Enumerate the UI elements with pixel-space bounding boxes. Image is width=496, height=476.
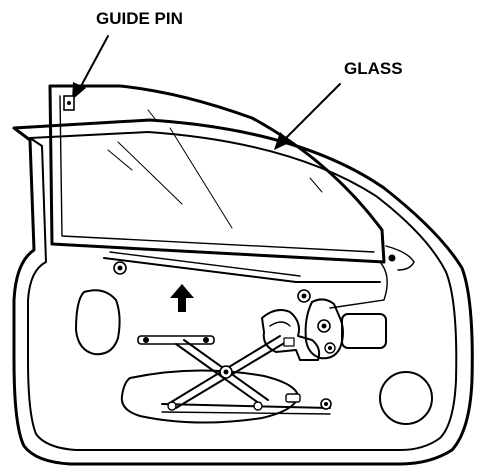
regulator-motor	[304, 298, 344, 360]
regulator-bolt-lower	[320, 398, 332, 410]
glass-label: GLASS	[344, 59, 403, 78]
regulator-clip	[285, 393, 301, 403]
guide-pin-label: GUIDE PIN	[96, 9, 183, 28]
channel-bolt-rear	[297, 289, 311, 303]
guide-pin-leader-arrow	[72, 35, 109, 100]
door-frame	[12, 118, 474, 466]
panel-opening-square	[341, 313, 387, 349]
up-arrow-icon	[170, 284, 194, 312]
channel-bolt-front	[113, 261, 127, 275]
speaker-opening	[379, 371, 433, 425]
glass-channel	[103, 245, 415, 309]
panel-opening-front	[75, 289, 121, 356]
panel-opening-lower	[120, 369, 299, 424]
guide-pin	[63, 95, 75, 111]
window-regulator	[137, 309, 331, 415]
glass-leader-arrow	[274, 83, 341, 150]
glass-panel	[48, 84, 386, 264]
